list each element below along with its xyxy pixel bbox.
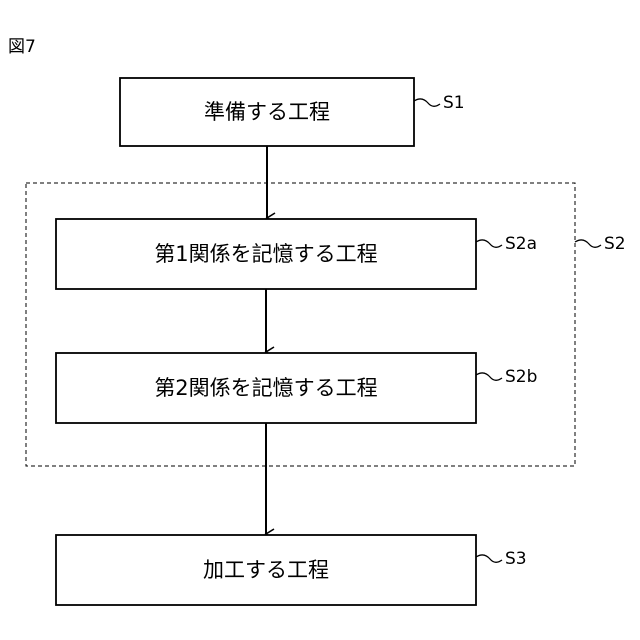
step-s3-text: 加工する工程 <box>203 558 329 582</box>
figure-label: 図7 <box>8 37 36 57</box>
step-s3-id: S3 <box>505 549 527 569</box>
step-s1-text: 準備する工程 <box>204 100 330 124</box>
step-s2b-id: S2b <box>505 367 537 387</box>
step-s2a-id: S2a <box>505 234 537 254</box>
step-s2b-leader <box>476 373 502 380</box>
step-s1-box: 準備する工程 <box>120 78 414 146</box>
step-s1-id: S1 <box>443 93 465 113</box>
group-s2-leader <box>575 240 601 247</box>
step-s3-leader <box>476 555 502 562</box>
step-s2a-text: 第1関係を記憶する工程 <box>154 242 377 266</box>
step-s2a-leader <box>476 240 502 247</box>
step-s3-box: 加工する工程 <box>56 535 476 605</box>
step-s1-leader <box>414 99 440 106</box>
step-s2a-box: 第1関係を記憶する工程 <box>56 219 476 289</box>
group-s2-id: S2 <box>604 234 626 254</box>
step-s2b-box: 第2関係を記憶する工程 <box>56 353 476 423</box>
step-s2b-text: 第2関係を記憶する工程 <box>154 376 377 400</box>
